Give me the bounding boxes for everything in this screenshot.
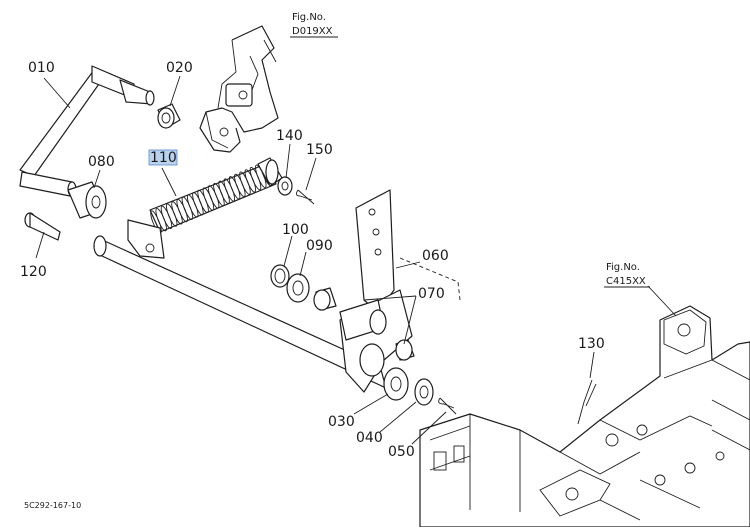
label-110: 110 (150, 150, 177, 166)
label-120: 120 (20, 264, 47, 280)
label-040: 040 (356, 430, 383, 446)
label-130: 130 (578, 336, 605, 352)
lever-arm (19, 65, 155, 197)
bracket-assembly-top (199, 25, 279, 153)
label-020: 020 (166, 60, 193, 76)
leader-lines (35, 39, 677, 445)
fig-ref-right: Fig.No. C415XX (604, 262, 650, 288)
label-010: 010 (28, 60, 55, 76)
drawing-code: 5C292-167-10 (24, 501, 81, 510)
frame-assembly-right (419, 305, 750, 528)
fig-ref-right-line1: Fig.No. (606, 262, 640, 273)
bushings (313, 287, 415, 361)
label-070: 070 (418, 286, 445, 302)
label-140: 140 (276, 128, 303, 144)
fig-ref-top-line1: Fig.No. (292, 12, 326, 23)
label-080: 080 (88, 154, 115, 170)
label-090: 090 (306, 238, 333, 254)
collar-nut (157, 103, 181, 129)
spring (149, 157, 283, 234)
main-shaft (93, 219, 387, 389)
label-060: 060 (422, 248, 449, 264)
fig-ref-top-line2: D019XX (292, 26, 333, 37)
part-labels: 010 020 080 110 120 140 150 100 090 060 … (20, 60, 605, 460)
cotter-pins (295, 189, 597, 425)
label-100: 100 (282, 222, 309, 238)
label-highlight (148, 149, 178, 166)
washers (270, 176, 434, 406)
label-050: 050 (388, 444, 415, 460)
label-030: 030 (328, 414, 355, 430)
roller (67, 181, 107, 219)
arm-plate (339, 189, 413, 393)
clevis-pin (24, 212, 61, 241)
fig-ref-right-line2: C415XX (606, 276, 646, 287)
label-150: 150 (306, 142, 333, 158)
fig-ref-top: Fig.No. D019XX (290, 12, 338, 38)
